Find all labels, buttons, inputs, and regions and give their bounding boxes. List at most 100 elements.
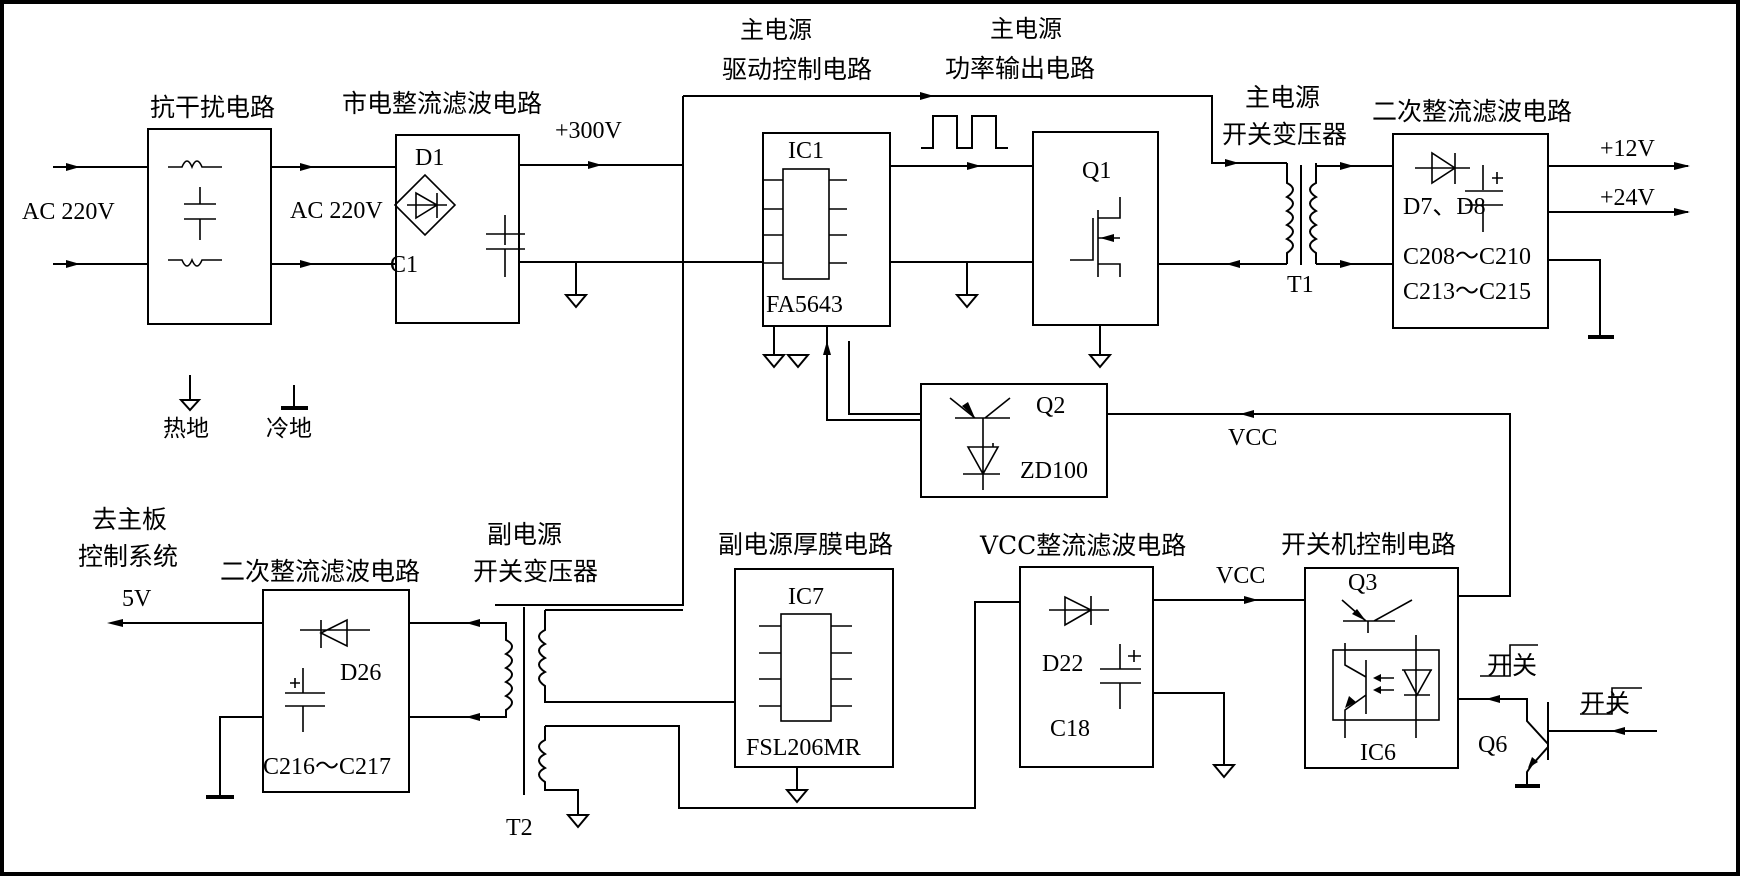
vcc-top-label: VCC xyxy=(1228,425,1277,451)
ic1-label: IC1 xyxy=(788,138,824,164)
q6-arrow-icon xyxy=(1528,757,1538,768)
t2-title-2: 开关变压器 xyxy=(473,557,598,586)
arrow-icon xyxy=(1674,162,1690,216)
caps-line2-label: C213～C215 xyxy=(1403,279,1531,305)
switch-overline-b xyxy=(1580,687,1642,715)
light-arrow-icon xyxy=(1373,674,1381,694)
pwm-waveform-icon xyxy=(921,115,1008,149)
dc300-bus xyxy=(495,96,684,606)
arrow-icon xyxy=(66,260,80,268)
c18-label: C18 xyxy=(1050,716,1090,742)
standby-ic-block xyxy=(734,568,894,768)
vcc-mid-label: VCC xyxy=(1216,563,1265,589)
onoff-ctrl-block xyxy=(1304,567,1459,769)
power-output-block xyxy=(1032,131,1159,326)
arrow-icon xyxy=(1340,162,1354,170)
legend-hot-ground: 热地 xyxy=(163,416,209,442)
c1-label: C1 xyxy=(390,252,418,278)
vcc-rect-title: VCC整流滤波电路 xyxy=(979,531,1186,560)
arrow-icon xyxy=(920,92,934,100)
output-wires xyxy=(1548,165,1688,213)
opto-arrow-icon xyxy=(1345,696,1356,708)
dc300-to-t1-wire xyxy=(683,95,1287,164)
emitter-arrow-icon xyxy=(1352,609,1366,621)
hot-ground-icon xyxy=(1211,764,1237,779)
zd100-label: ZD100 xyxy=(1020,458,1088,484)
feedback-to-ic1-wire xyxy=(848,341,921,415)
standby-ic-title: 副电源厚膜电路 xyxy=(718,530,893,559)
d26-label: D26 xyxy=(340,660,381,686)
caps-line1-label: C208～C210 xyxy=(1403,244,1531,270)
arrow-icon xyxy=(1486,695,1625,735)
standby-cold-ground-wire xyxy=(219,716,263,795)
rectifier-title: 市电整流滤波电路 xyxy=(342,89,542,118)
arrow-icon xyxy=(1244,596,1258,604)
t1-title-2: 开关变压器 xyxy=(1222,120,1347,149)
driver-block xyxy=(762,132,891,327)
arrow-icon xyxy=(823,341,831,355)
emi-filter-block xyxy=(147,128,272,325)
hot-ground-icon xyxy=(563,294,589,309)
t1-title-1: 主电源 xyxy=(1245,83,1320,112)
t1-secondary-wires xyxy=(1316,165,1393,265)
power-out-title-2: 功率输出电路 xyxy=(945,54,1095,83)
t1-label: T1 xyxy=(1287,272,1314,298)
fsl206mr-label: FSL206MR xyxy=(746,735,861,761)
q6-label: Q6 xyxy=(1478,732,1507,758)
arrow-icon xyxy=(1226,260,1240,268)
arrow-icon xyxy=(300,163,314,171)
feedback-block xyxy=(920,383,1108,498)
emi-title: 抗干扰电路 xyxy=(150,93,275,122)
t2-label: T2 xyxy=(506,815,533,841)
d7-d8-label: D7、D8 xyxy=(1403,194,1486,220)
main-secondary-title: 二次整流滤波电路 xyxy=(1372,97,1572,126)
hot-ground-icon xyxy=(761,354,811,369)
standby-secondary-title: 二次整流滤波电路 xyxy=(220,557,420,586)
mosfet-arrow-icon xyxy=(1100,234,1114,242)
hot-ground-icon xyxy=(954,294,980,309)
ground-wire xyxy=(890,261,1033,295)
hot-ground-icon xyxy=(178,399,202,412)
q2-label: Q2 xyxy=(1036,393,1065,419)
arrow-icon xyxy=(107,619,123,627)
to-main-line1: 去主板 xyxy=(92,505,167,534)
emitter-arrow-icon xyxy=(962,402,975,418)
ic6-label: IC6 xyxy=(1360,740,1396,766)
out-12v-label: +12V xyxy=(1600,136,1656,162)
q1-label: Q1 xyxy=(1082,158,1111,184)
out-5v-label: 5V xyxy=(122,586,152,612)
dc300-label: +300V xyxy=(555,118,623,144)
to-main-line2: 控制系统 xyxy=(78,542,178,571)
fa5643-label: FA5643 xyxy=(766,292,843,318)
d22-label: D22 xyxy=(1042,651,1083,677)
q6-transistor xyxy=(1458,698,1657,788)
hot-ground-icon xyxy=(1087,354,1113,369)
c216-c217-label: C216～C217 xyxy=(263,754,391,780)
standby-transformer xyxy=(523,607,735,815)
out-24v-label: +24V xyxy=(1600,185,1656,211)
vcc-rect-block xyxy=(1019,566,1154,768)
arrow-icon xyxy=(967,162,981,170)
arrow-icon xyxy=(466,619,480,721)
emi-to-rect-wires xyxy=(271,166,396,265)
switch-overline-a xyxy=(1480,644,1538,677)
t2-to-vcc-wire xyxy=(545,601,1020,809)
ic1-pins xyxy=(773,326,930,421)
arrow-icon xyxy=(1340,260,1354,268)
hot-ground-icon xyxy=(784,789,810,804)
standby-secondary-block xyxy=(262,589,410,793)
arrow-icon xyxy=(66,163,80,171)
ac-input-label: AC 220V xyxy=(22,199,115,225)
arrow-icon xyxy=(1225,159,1239,167)
arrow-icon xyxy=(588,161,602,169)
rectifier-block xyxy=(393,134,525,324)
arrow-icon xyxy=(300,260,314,268)
main-transformer xyxy=(1285,163,1318,265)
arrow-icon xyxy=(1240,410,1254,418)
t2-secondary-winding xyxy=(409,622,513,718)
main-secondary-block xyxy=(1392,133,1549,329)
switch-label-a: 开关 xyxy=(1487,651,1537,680)
onoff-ctrl-title: 开关机控制电路 xyxy=(1281,530,1456,559)
ac-mid-label: AC 220V xyxy=(290,198,383,224)
